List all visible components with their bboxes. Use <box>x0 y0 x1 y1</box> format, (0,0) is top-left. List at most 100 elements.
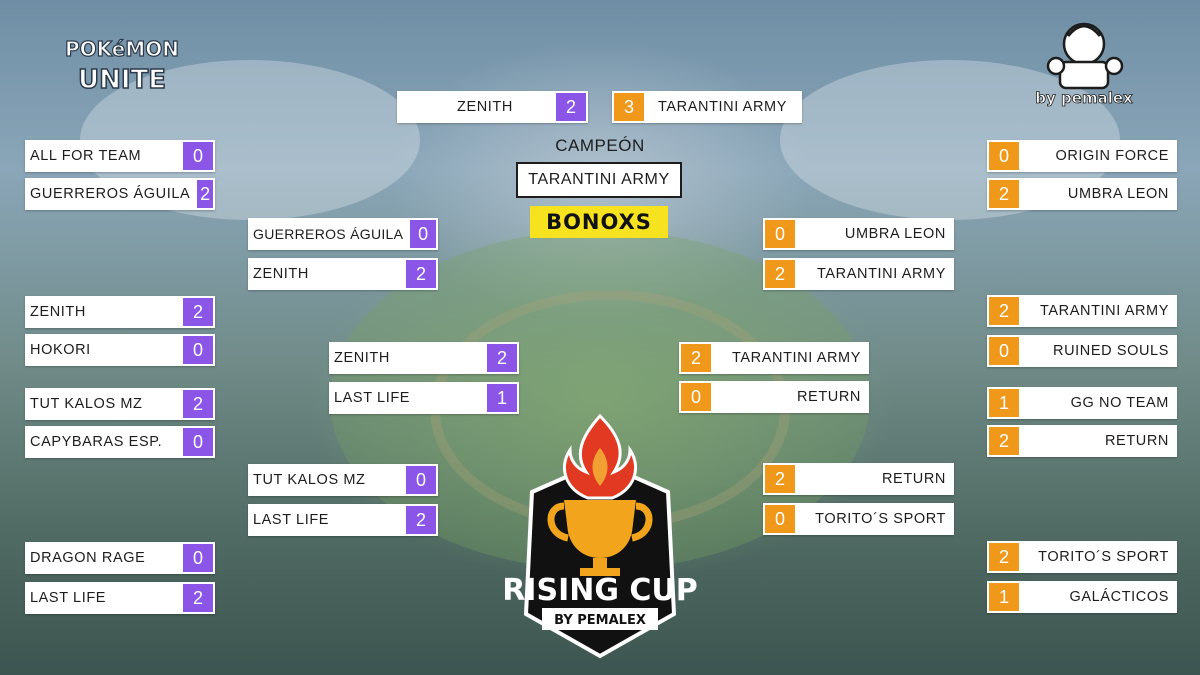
mascot-icon <box>1046 22 1124 90</box>
team-score: 2 <box>183 584 213 612</box>
left-r2-team: TUT KALOS MZ 0 <box>248 464 438 496</box>
left-r1-team: TUT KALOS MZ 2 <box>25 388 215 420</box>
team-name: ZENITH <box>30 304 86 320</box>
team-name: CAPYBARAS ESP. <box>30 434 163 450</box>
team-score: 2 <box>487 344 517 372</box>
left-r1-team: ZENITH 2 <box>25 296 215 328</box>
team-name: DRAGON RAGE <box>30 550 146 566</box>
team-name: TARANTINI ARMY <box>817 266 946 282</box>
logo-pokemon-text: POKéMON <box>65 37 179 61</box>
team-name: ZENITH <box>334 350 390 366</box>
team-score: 0 <box>681 383 711 411</box>
team-score: 2 <box>681 344 711 372</box>
team-score: 2 <box>183 298 213 326</box>
right-r2-team: 0 TORITO´S SPORT <box>763 503 954 535</box>
team-score: 0 <box>183 142 213 170</box>
team-name: GALÁCTICOS <box>1069 589 1169 605</box>
left-r1-team: LAST LIFE 2 <box>25 582 215 614</box>
team-name: GG NO TEAM <box>1070 395 1169 411</box>
right-r1-team: 2 RETURN <box>987 425 1177 457</box>
left-r1-team: CAPYBARAS ESP. 0 <box>25 426 215 458</box>
cup-subtitle-text: BY PEMALEX <box>554 613 646 628</box>
team-score: 2 <box>765 465 795 493</box>
team-score: 1 <box>989 583 1019 611</box>
left-r1-team: GUERREROS ÁGUILA 2 <box>25 178 215 210</box>
pokemon-unite-logo: POKéMON UNITE <box>64 36 179 95</box>
team-name: TUT KALOS MZ <box>30 396 143 412</box>
right-r2-team: 0 UMBRA LEON <box>763 218 954 250</box>
left-r3-team: LAST LIFE 1 <box>329 382 519 414</box>
final-team-right: 3 TARANTINI ARMY <box>612 91 802 123</box>
team-score: 3 <box>614 93 644 121</box>
team-score: 2 <box>406 260 436 288</box>
cup-title-text: RISING CUP <box>502 573 698 608</box>
flame-icon <box>562 414 638 500</box>
by-pemalex-logo: by pemalex <box>1035 22 1133 107</box>
team-score: 2 <box>989 180 1019 208</box>
team-score: 0 <box>989 142 1019 170</box>
left-r2-team: GUERREROS ÁGUILA 0 <box>248 218 438 250</box>
team-name: LAST LIFE <box>253 512 330 528</box>
team-score: 2 <box>765 260 795 288</box>
right-r1-team: 1 GG NO TEAM <box>987 387 1177 419</box>
right-r1-team: 2 TORITO´S SPORT <box>987 541 1177 573</box>
team-score: 0 <box>406 466 436 494</box>
team-name: TUT KALOS MZ <box>253 472 366 488</box>
team-name: TARANTINI ARMY <box>732 350 861 366</box>
right-r1-team: 2 TARANTINI ARMY <box>987 295 1177 327</box>
team-score: 0 <box>183 336 213 364</box>
final-team-left: ZENITH 2 <box>397 91 588 123</box>
right-r1-team: 2 UMBRA LEON <box>987 178 1177 210</box>
team-name: RETURN <box>796 389 861 405</box>
team-score: 2 <box>197 180 213 208</box>
right-r2-team: 2 TARANTINI ARMY <box>763 258 954 290</box>
champion-label: CAMPEÓN <box>555 136 645 155</box>
left-r1-team: ALL FOR TEAM 0 <box>25 140 215 172</box>
team-name: TORITO´S SPORT <box>815 511 946 527</box>
team-name: TORITO´S SPORT <box>1038 549 1169 565</box>
right-r1-team: 0 RUINED SOULS <box>987 335 1177 367</box>
team-name: GUERREROS ÁGUILA <box>253 226 404 242</box>
logo-unite-text: UNITE <box>78 65 166 95</box>
left-r1-team: HOKORI 0 <box>25 334 215 366</box>
team-name: RETURN <box>881 471 946 487</box>
left-r1-team: DRAGON RAGE 0 <box>25 542 215 574</box>
team-score: 0 <box>765 220 795 248</box>
left-r2-team: ZENITH 2 <box>248 258 438 290</box>
champion-name: TARANTINI ARMY <box>516 162 682 198</box>
right-r3-team: 2 TARANTINI ARMY <box>679 342 869 374</box>
team-score: 0 <box>410 220 436 248</box>
team-name: UMBRA LEON <box>844 226 946 242</box>
left-r2-team: LAST LIFE 2 <box>248 504 438 536</box>
team-name: ZENITH <box>457 99 513 115</box>
team-name: LAST LIFE <box>30 590 107 606</box>
rising-cup-logo: RISING CUP BY PEMALEX <box>502 414 698 659</box>
team-score: 2 <box>183 390 213 418</box>
right-r2-team: 2 RETURN <box>763 463 954 495</box>
team-score: 0 <box>765 505 795 533</box>
team-name: ZENITH <box>253 266 309 282</box>
team-score: 2 <box>989 427 1019 455</box>
team-score: 0 <box>183 428 213 456</box>
team-name: TARANTINI ARMY <box>1040 303 1169 319</box>
team-name: RUINED SOULS <box>1053 343 1169 359</box>
right-r1-team: 1 GALÁCTICOS <box>987 581 1177 613</box>
cup-subtitle-banner <box>542 608 658 630</box>
trophy-icon <box>547 500 653 576</box>
sponsor-logo: BONOXS <box>530 206 668 238</box>
team-name: HOKORI <box>30 342 91 358</box>
right-r3-team: 0 RETURN <box>679 381 869 413</box>
team-name: UMBRA LEON <box>1067 186 1169 202</box>
team-score: 1 <box>487 384 517 412</box>
team-name: RETURN <box>1104 433 1169 449</box>
team-score: 2 <box>406 506 436 534</box>
team-score: 1 <box>989 389 1019 417</box>
team-name: GUERREROS ÁGUILA <box>30 186 191 202</box>
team-score: 2 <box>989 297 1019 325</box>
team-name: LAST LIFE <box>334 390 411 406</box>
team-score: 0 <box>183 544 213 572</box>
team-name: TARANTINI ARMY <box>658 99 787 115</box>
team-name: ORIGIN FORCE <box>1055 148 1169 164</box>
team-score: 2 <box>989 543 1019 571</box>
team-score: 2 <box>556 93 586 121</box>
